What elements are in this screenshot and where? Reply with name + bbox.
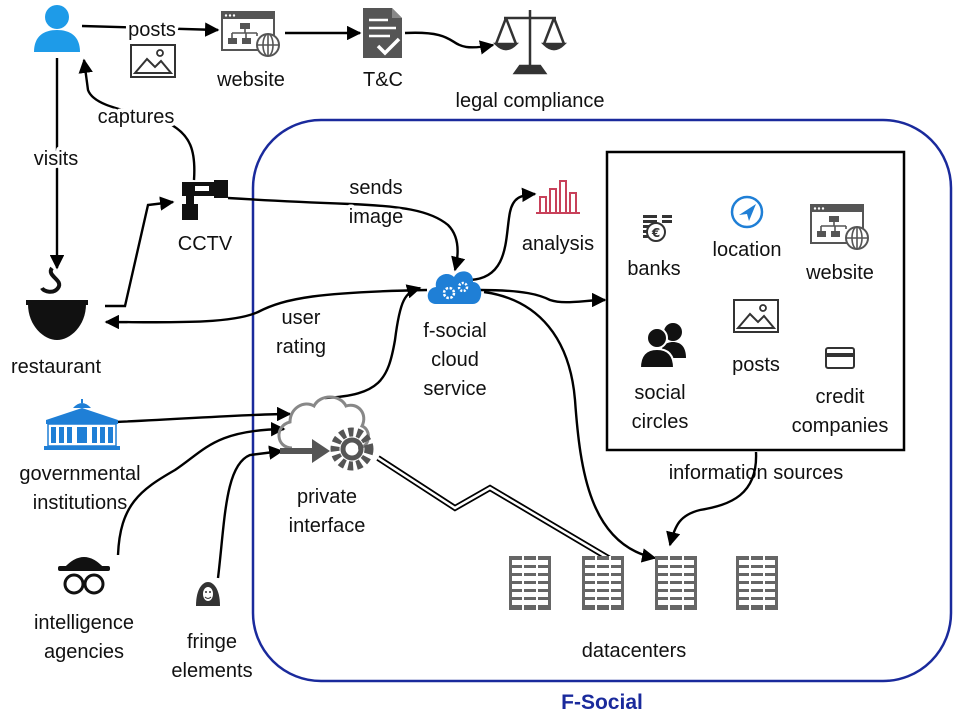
cloud-service-label-1: f-social [423,320,486,342]
analysis-label: analysis [522,233,594,255]
edge-label-user: user [282,307,321,329]
image-icon [733,299,779,333]
cloud-gears-icon [427,271,482,304]
edge-label-captures: captures [98,106,175,128]
edge-label-image: image [349,206,403,228]
info-social-label-2: circles [632,411,689,433]
cloud-gear-arrow-icon [277,395,374,471]
edge-private-datacenters [377,456,616,564]
tc-label: T&C [363,69,403,91]
government-building-icon [44,399,120,450]
edge-cloud-restaurant [104,288,428,330]
info-website-label: website [805,262,874,284]
f-social-boundary [251,118,953,683]
edge-cloud-info [479,288,607,308]
edge-gov-private [115,406,292,424]
info-credit-label-1: credit [816,386,865,408]
user-icon [34,5,80,52]
edge-label-visits: visits [34,148,78,170]
server-rack-icon [581,555,625,611]
intel-label-2: agencies [44,641,124,663]
edge-cloud-datacenters [483,290,657,563]
information-sources-label: information sources [669,462,844,484]
server-rack-icon [735,555,779,611]
bar-chart-icon [536,180,580,214]
fringe-label-2: elements [171,660,252,682]
coins-icon: € [643,215,672,242]
legal-compliance-label: legal compliance [456,90,605,112]
edge-fringe-private [216,445,284,579]
edge-private-cloud [324,284,422,400]
edge-intel-private [116,421,286,556]
info-credit-label-2: companies [792,415,889,437]
gov-label-1: governmental [19,463,140,485]
posts-image-icon [130,44,176,78]
document-check-icon [363,8,402,58]
server-rack-icon [508,555,552,611]
f-social-title: F-Social [561,691,643,714]
website-icon [810,204,869,250]
edge-cloud-analysis [469,187,537,282]
edge-cctv-cloud [227,196,466,272]
edge-label-sends: sends [349,177,402,199]
edge-restaurant-cctv [105,196,175,308]
server-rack-icon [654,555,698,611]
scales-icon [492,10,568,75]
website-icon [221,11,280,57]
edges [49,22,758,579]
edge-label-posts: posts [128,19,176,41]
group-icon [638,323,686,369]
navigation-icon [730,195,764,229]
private-interface-label-1: private [297,486,357,508]
credit-card-icon [825,347,855,369]
cctv-camera-icon [182,180,228,220]
edge-info-datacenters [666,451,758,547]
edge-label-rating: rating [276,336,326,358]
food-bowl-icon [26,266,88,340]
intel-label-1: intelligence [34,612,134,634]
datacenters-label: datacenters [582,640,687,662]
cctv-label: CCTV [178,233,233,255]
spy-icon [58,557,110,595]
private-interface-label-2: interface [289,515,366,537]
info-banks-label: banks [627,258,680,280]
website-label: website [216,69,285,91]
hacker-icon [196,582,220,606]
cloud-service-label-2: cloud [431,349,479,371]
info-social-label-1: social [634,382,685,404]
info-posts-label: posts [732,354,780,376]
information-sources-box [605,150,906,452]
edge-tc-legal [404,31,495,55]
restaurant-label: restaurant [11,356,101,378]
cloud-service-label-3: service [423,378,486,400]
edge-cctv-user [78,58,196,181]
fringe-label-1: fringe [187,631,237,653]
info-location-label: location [713,239,782,261]
edge-user-website [81,22,220,37]
svg-text:€: € [651,226,660,240]
gov-label-2: institutions [33,492,128,514]
